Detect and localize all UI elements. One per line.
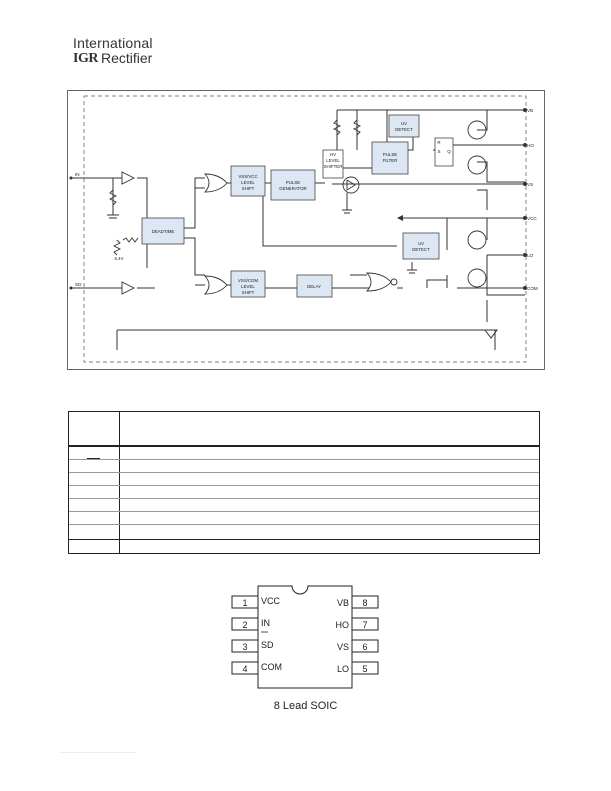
table-row (69, 498, 539, 499)
pin-7-number: 7 (362, 620, 367, 630)
uv-detect-bottom-l2: DETECT (412, 247, 430, 252)
pulse-generator-l1: PULSE (286, 180, 300, 185)
pulse-generator-l2: GENERATOR (279, 186, 306, 191)
delay-label: DELAY (307, 284, 321, 289)
pin-8-name: VB (337, 598, 349, 608)
company-name-line2-row: IGR Rectifier (73, 50, 153, 67)
reference-voltage: 5.4V (114, 256, 123, 261)
pin-5-name: LO (337, 664, 349, 674)
company-name-line1: International (73, 35, 153, 51)
company-logo: International IGR Rectifier (73, 35, 153, 67)
pulse-filter-l1: PULSE (383, 152, 397, 157)
pulse-filter-l2: FILTER (383, 158, 398, 163)
logo-mark: IGR (73, 51, 98, 66)
table-row (69, 511, 539, 512)
vss-vcc-shift-l2: LEVEL (241, 180, 255, 185)
functional-block-diagram: DEADTIME VSS/VCC LEVEL SHIFT PULSE GENER… (67, 90, 545, 370)
pin-1-name: VCC (261, 596, 281, 606)
pin-8-number: 8 (362, 598, 367, 608)
vss-com-shift-l3: SHIFT (242, 290, 255, 295)
pin-3-name: SD (261, 640, 274, 650)
pin-7-name: HO (336, 620, 350, 630)
pin-1-number: 1 (242, 598, 247, 608)
pin-2-name: IN (261, 618, 270, 628)
pin-2-number: 2 (242, 620, 247, 630)
vss-vcc-shift-l3: SHIFT (242, 186, 255, 191)
deadtime-label: DEADTIME (152, 229, 175, 234)
pin-3-number: 3 (242, 642, 247, 652)
table-row (69, 459, 539, 460)
package-pinout: 1 2 3 4 8 7 6 5 VCC IN SD COM VB HO VS L… (231, 585, 379, 689)
pin-label-ho: HO (527, 143, 534, 148)
uv-detect-top-l1: UV (401, 121, 407, 126)
table-row (69, 539, 539, 540)
pin-5-number: 5 (362, 664, 367, 674)
pin-label-com: COM (527, 286, 538, 291)
pin-4-name: COM (261, 662, 282, 672)
table-column-divider (119, 412, 120, 553)
pin-label-sd: SD (75, 282, 82, 287)
footer-line (60, 752, 136, 753)
uv-detect-bottom-l1: UV (418, 241, 424, 246)
hv-shifter-l3: SHIFTER (324, 164, 343, 169)
latch-r: R (437, 140, 440, 145)
pin-label-in: IN (75, 172, 80, 177)
hv-shifter-l2: LEVEL (326, 158, 340, 163)
table-row (69, 524, 539, 525)
uv-detect-top-l2: DETECT (395, 127, 413, 132)
vss-com-shift-l1: VSS/COM (238, 278, 259, 283)
hv-shifter-l1: HV (330, 152, 336, 157)
pin-label-vb: VB (527, 108, 533, 113)
package-caption: 8 Lead SOIC (273, 700, 338, 712)
vss-com-shift-l2: LEVEL (241, 284, 255, 289)
pin-label-lo: LO (527, 253, 534, 258)
table-row (69, 485, 539, 486)
pin-label-vcc: VCC (527, 216, 537, 221)
overbar-mark (87, 458, 100, 459)
vss-vcc-shift-l1: VSS/VCC (238, 174, 257, 179)
pin-label-vs: VS (527, 182, 533, 187)
table-row (69, 472, 539, 473)
pin-4-number: 4 (242, 664, 247, 674)
latch-q: Q (447, 149, 451, 154)
pin-description-table (68, 411, 540, 554)
pin-6-number: 6 (362, 642, 367, 652)
latch-s: S (438, 149, 441, 154)
pin-6-name: VS (337, 642, 349, 652)
company-name-line2: Rectifier (100, 50, 153, 66)
table-header (69, 412, 539, 447)
